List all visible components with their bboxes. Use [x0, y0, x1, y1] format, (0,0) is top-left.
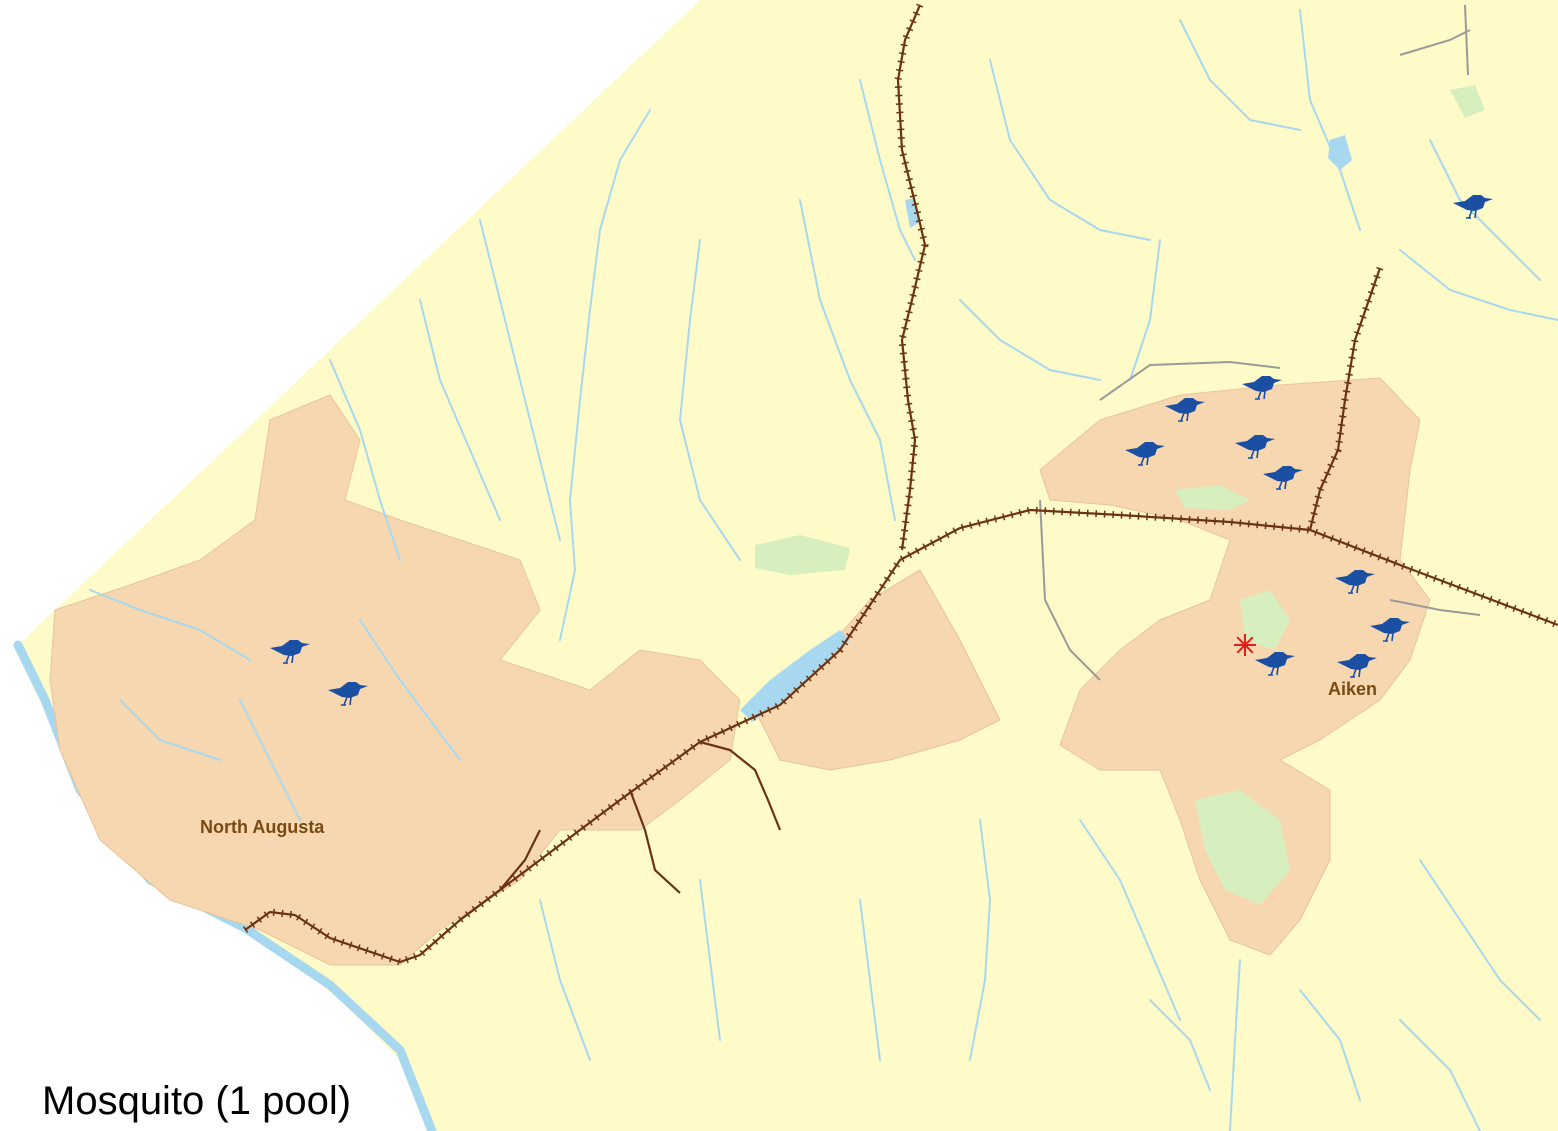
- asterisk-icon[interactable]: [1234, 634, 1256, 656]
- urban-area-aiken: [1039, 377, 1431, 956]
- map-caption: Mosquito (1 pool): [42, 1078, 358, 1124]
- park-area: [1450, 85, 1485, 118]
- urban-area-east-north-augusta: [749, 569, 1001, 771]
- stream-network: [89, 9, 1558, 1131]
- bird-icon[interactable]: [1263, 466, 1303, 490]
- park-area: [1175, 485, 1250, 510]
- bird-icon[interactable]: [1242, 376, 1282, 400]
- bird-icon[interactable]: [328, 682, 368, 706]
- road-network: [1039, 4, 1481, 681]
- railroad-ticks: [242, 3, 1558, 966]
- bird-icon[interactable]: [270, 640, 310, 664]
- bird-icon[interactable]: [1165, 398, 1205, 422]
- lake: [740, 630, 850, 722]
- pond: [1328, 135, 1352, 170]
- bird-icon[interactable]: [1337, 654, 1377, 678]
- bird-icon[interactable]: [1453, 195, 1493, 219]
- city-label-aiken: Aiken: [1328, 679, 1377, 699]
- park-area: [1240, 590, 1290, 650]
- city-label-north-augusta: North Augusta: [200, 817, 325, 837]
- mosquito-marker-layer: [1234, 634, 1256, 656]
- bird-icon[interactable]: [1255, 652, 1295, 676]
- park-area: [755, 535, 850, 575]
- bird-icon[interactable]: [1125, 442, 1165, 466]
- bird-icon[interactable]: [1370, 618, 1410, 642]
- bird-marker-layer: [270, 195, 1493, 706]
- bird-icon[interactable]: [1335, 570, 1375, 594]
- park-area: [1195, 790, 1290, 905]
- bird-icon[interactable]: [1235, 435, 1275, 459]
- urban-area-north-augusta: [49, 394, 741, 966]
